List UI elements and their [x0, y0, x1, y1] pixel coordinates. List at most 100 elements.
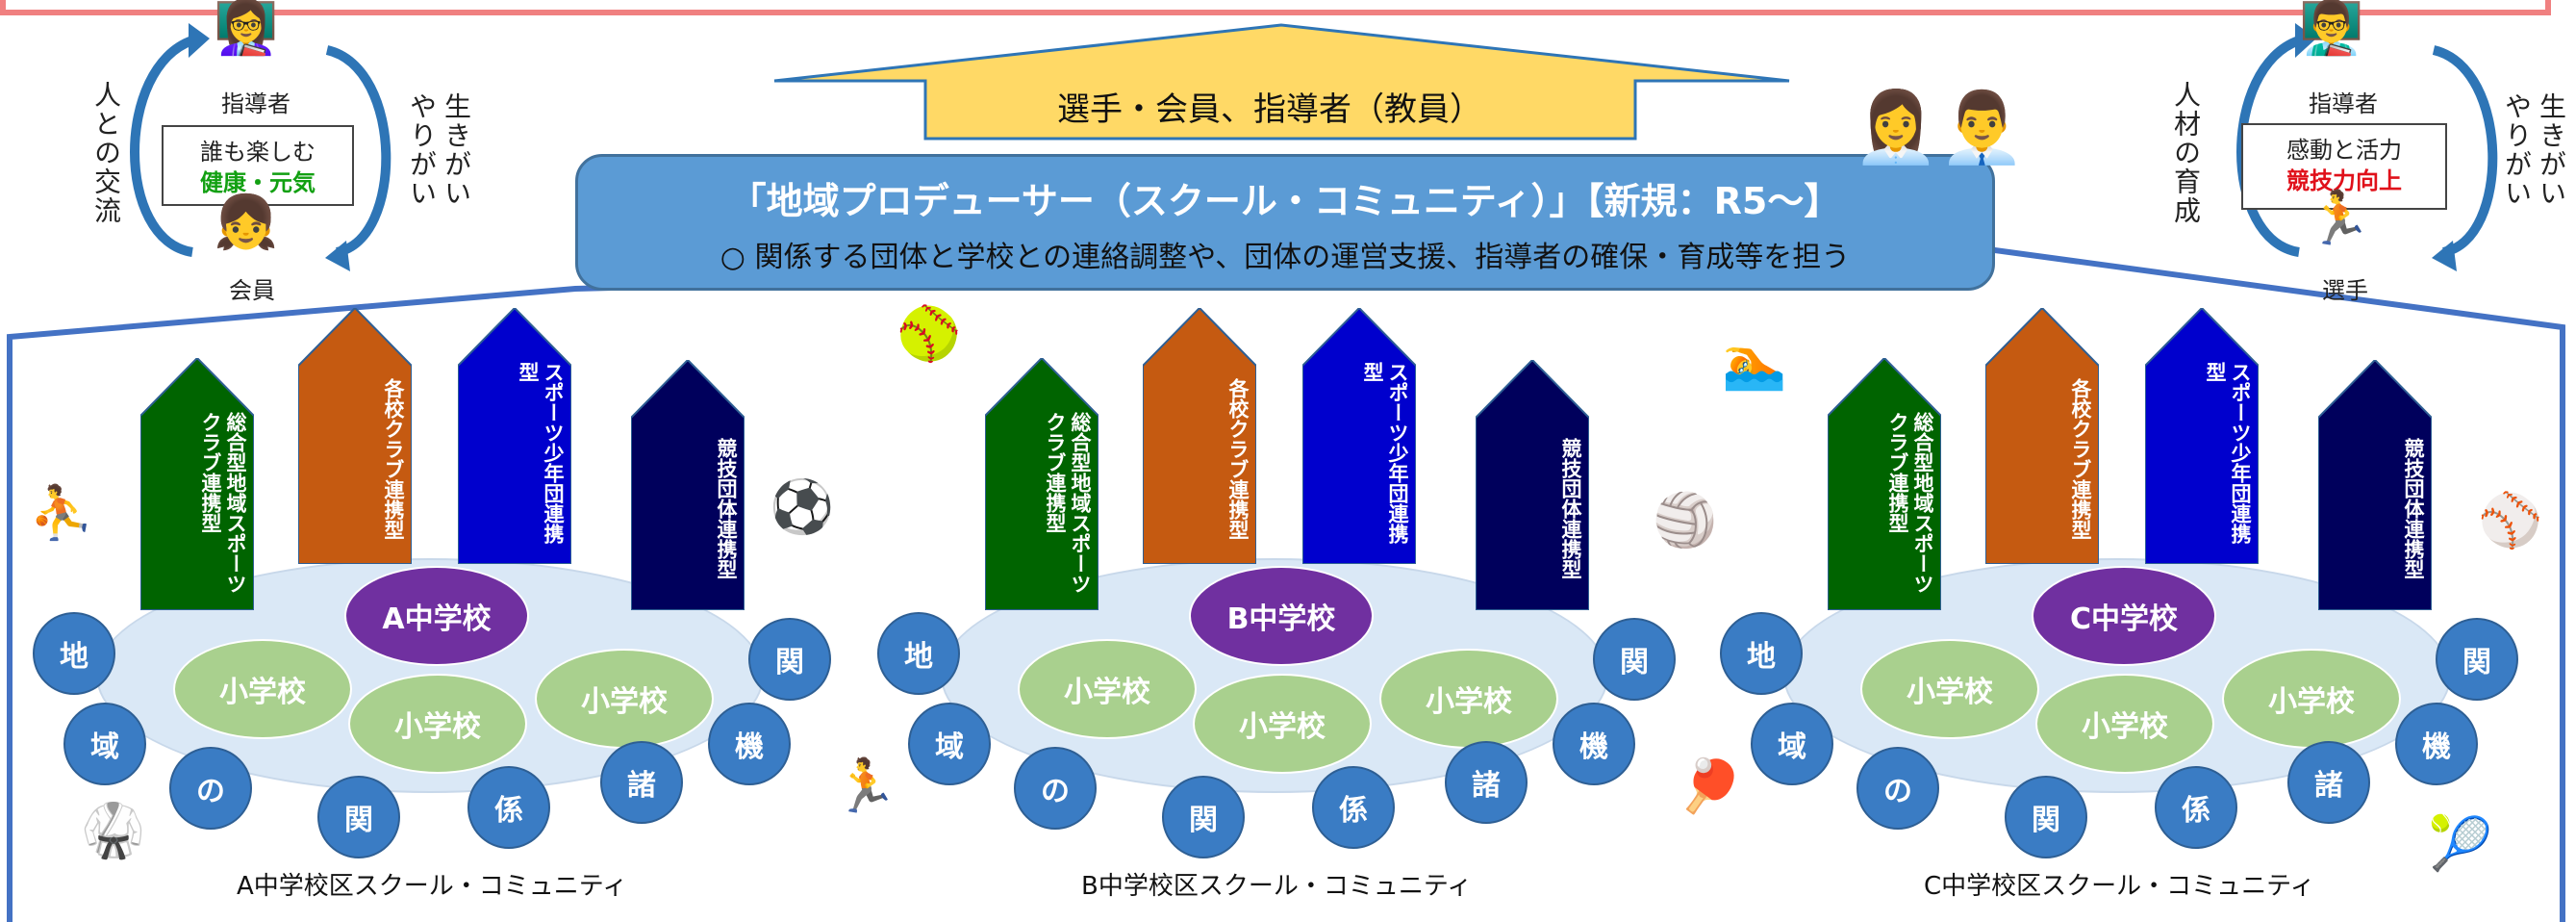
- pillar-school-club: [1985, 308, 2099, 564]
- elementary-school-node: 小学校: [1018, 639, 1197, 739]
- left-cycle-right-vertical: 生きがい やりがい: [406, 92, 472, 208]
- ring-no: の: [1856, 747, 1939, 830]
- pillar-sports-association: [2318, 360, 2432, 610]
- pillar-comprehensive-club: [985, 358, 1099, 610]
- tennis-icon: 🎾: [2428, 813, 2493, 874]
- right-cycle-arrowhead-right: [2432, 241, 2457, 271]
- elementary-school-node: 小学校: [173, 639, 352, 739]
- pillar-sports-association-label: 競技団体連携型: [2402, 437, 2425, 579]
- elementary-school-node: 小学校: [2222, 649, 2401, 749]
- ring-no: の: [169, 747, 252, 830]
- top-frame: [0, 0, 2551, 15]
- baseball-icon: ⚾: [2478, 490, 2543, 551]
- ring-chi: 地: [877, 612, 960, 695]
- left-cycle-arrowhead-left: [189, 23, 210, 58]
- instructors-icon: 👩‍🏫: [214, 0, 279, 58]
- pillar-sports-association: [1476, 360, 1589, 610]
- ring-iki: 域: [1751, 703, 1833, 785]
- elementary-school-node: 小学校: [2035, 674, 2214, 774]
- community-group: 総合型地域スポーツクラブ連携型各校クラブ連携型スポーツ少年団連携型競技団体連携型…: [1687, 0, 2553, 922]
- basketball-kids-icon: ⛹️: [29, 482, 94, 543]
- producer-people-icon: 👩‍💼👨‍💼: [1853, 87, 2026, 167]
- ring-ki: 機: [1553, 703, 1635, 785]
- pillar-sports-youth-label: スポーツ少年団連携型: [2204, 362, 2252, 544]
- pillar-comprehensive-club-label: 総合型地域スポーツクラブ連携型: [1044, 412, 1092, 594]
- ring-ki: 機: [708, 703, 791, 785]
- pillar-sports-youth: [2145, 308, 2259, 564]
- judo-icon: 🥋: [81, 800, 146, 860]
- pillar-sports-youth-label: スポーツ少年団連携型: [1361, 362, 1409, 544]
- ring-kan2: 関: [2436, 618, 2518, 701]
- community-group: 総合型地域スポーツクラブ連携型 各校クラブ連携型 スポーツ少年団連携型 競技団体連携型…: [0, 0, 866, 922]
- pillar-comprehensive-club: [1828, 358, 1941, 610]
- pillar-comprehensive-club-label: 総合型地域スポーツクラブ連携型: [199, 412, 247, 594]
- pillar-sports-youth-label: スポーツ少年団連携型: [517, 362, 565, 544]
- elementary-school-node: 小学校: [535, 649, 714, 749]
- ring-sho: 諸: [600, 741, 683, 824]
- right-cycle-box-line1: 感動と活力: [2286, 137, 2402, 164]
- left-cycle-box: 誰も楽しむ 健康・元気: [162, 125, 354, 206]
- pillar-sports-youth: [458, 308, 571, 564]
- community-caption: C中学校区スクール・コミュニティ: [1924, 872, 2315, 901]
- instructors-icon-right: 👨‍🏫: [2299, 0, 2364, 58]
- ring-iki: 域: [908, 703, 991, 785]
- pillar-sports-association-label: 競技団体連携型: [715, 437, 738, 579]
- right-cycle-bottom-label: 選手: [2322, 277, 2368, 304]
- right-cycle-top-label: 指導者: [2309, 90, 2378, 117]
- elementary-school-node: 小学校: [348, 674, 527, 774]
- ring-chi: 地: [33, 612, 115, 695]
- ring-kan2: 関: [748, 618, 831, 701]
- pillar-comprehensive-club-label: 総合型地域スポーツクラブ連携型: [1886, 412, 1934, 594]
- ring-kei: 係: [2155, 766, 2237, 849]
- elementary-school-node: 小学校: [1860, 639, 2039, 739]
- ring-kan2: 関: [1593, 618, 1676, 701]
- pillar-school-club-label: 各校クラブ連携型: [382, 378, 405, 540]
- ring-kan: 関: [317, 776, 400, 858]
- elementary-school-node: 小学校: [1193, 674, 1372, 774]
- community-caption: B中学校区スクール・コミュニティ: [1081, 872, 1473, 901]
- producer-title: 「地域プロデューサー（スクール・コミュニティ）」【新規：R5～】: [729, 180, 1841, 222]
- pillar-school-club: [1143, 308, 1256, 564]
- left-cycle-arc-left: [130, 36, 194, 257]
- ring-no: の: [1014, 747, 1097, 830]
- producer-banner: [575, 154, 1995, 291]
- pillar-school-club-label: 各校クラブ連携型: [1226, 378, 1250, 540]
- table-tennis-icon: 🏓: [1678, 756, 1743, 816]
- left-cycle-arrowhead-right: [325, 241, 350, 271]
- swimming-icon: 🏊: [1722, 332, 1787, 393]
- producer-subtitle: ○ 関係する団体と学校との連絡調整や、団体の運営支援、指導者の確保・育成等を担う: [720, 241, 1851, 274]
- ring-iki: 域: [63, 703, 146, 785]
- pillar-comprehensive-club: [140, 358, 254, 610]
- ring-ki: 機: [2395, 703, 2478, 785]
- ring-kei: 係: [1312, 766, 1395, 849]
- pillar-sports-association-label: 競技団体連携型: [1559, 437, 1582, 579]
- soccer-icon: ⚽: [770, 476, 835, 537]
- elementary-school-node: 小学校: [1379, 649, 1558, 749]
- right-cycle-arrowhead-left: [2295, 23, 2316, 58]
- middle-school-node: B中学校: [1189, 566, 1374, 666]
- right-cycle-box: 感動と活力 競技力向上: [2241, 123, 2447, 210]
- right-cycle-box-line2: 競技力向上: [2286, 167, 2402, 194]
- ring-sho: 諸: [1445, 741, 1528, 824]
- middle-school-node: C中学校: [2032, 566, 2216, 666]
- upward-arrow: [773, 23, 1790, 141]
- pillar-sports-association: [631, 360, 745, 610]
- community-group: 総合型地域スポーツクラブ連携型 各校クラブ連携型 スポーツ少年団連携型 競技団体連携型…: [845, 0, 1710, 922]
- members-icon: 👧: [214, 192, 279, 252]
- athletes-icon: 🏃: [2307, 188, 2372, 248]
- ring-chi: 地: [1720, 612, 1803, 695]
- left-cycle-left-vertical: 人との交流: [90, 81, 122, 225]
- right-cycle-left-vertical: 人材の育成: [2170, 81, 2202, 225]
- left-cycle-box-line2: 健康・元気: [200, 169, 316, 196]
- ring-sho: 諸: [2287, 741, 2370, 824]
- ring-kan: 関: [2005, 776, 2087, 858]
- middle-school-node: A中学校: [344, 566, 529, 666]
- arrow-text: 選手・会員、指導者（教員）: [1057, 90, 1482, 129]
- left-cycle-box-line1: 誰も楽しむ: [200, 139, 316, 166]
- right-cycle-arc-right: [2432, 45, 2498, 257]
- pillar-school-club: [298, 308, 412, 564]
- left-cycle-arc-right: [325, 45, 391, 257]
- ring-kan: 関: [1162, 776, 1245, 858]
- hurdles-icon: 🏃: [833, 756, 898, 816]
